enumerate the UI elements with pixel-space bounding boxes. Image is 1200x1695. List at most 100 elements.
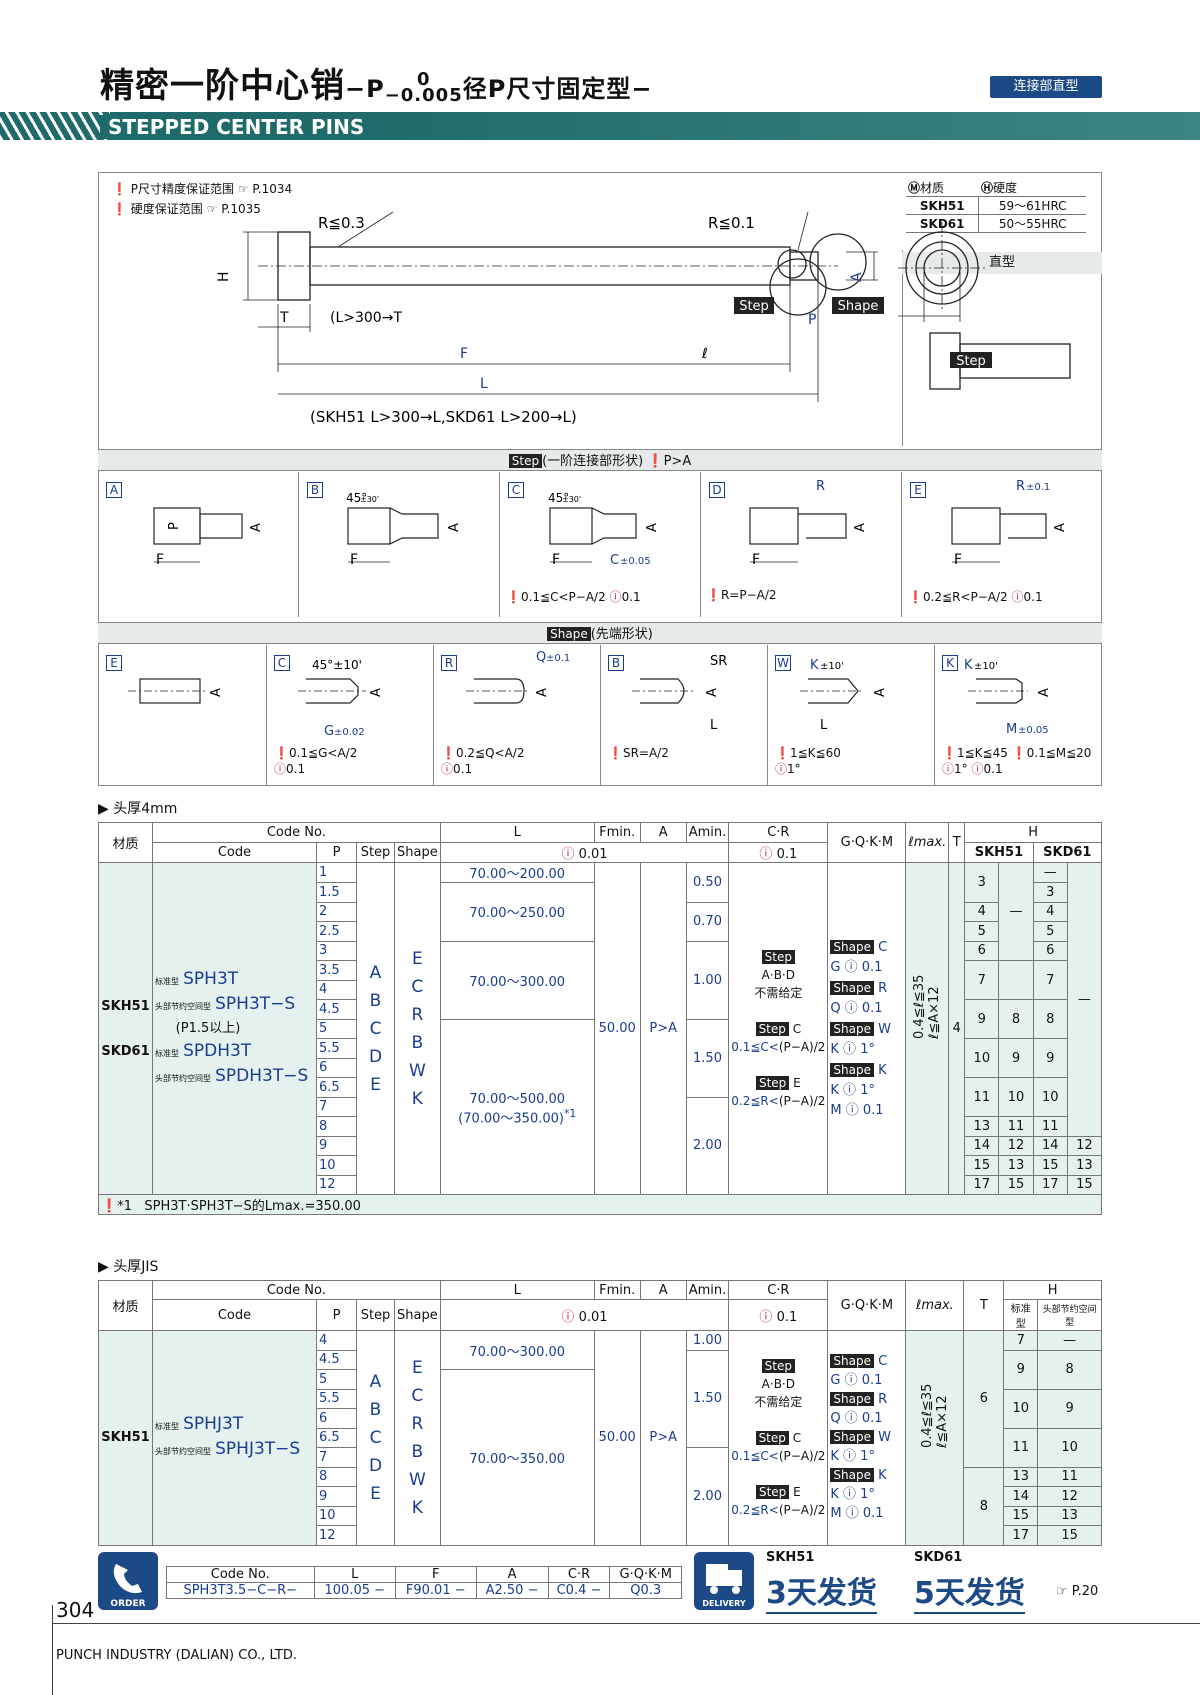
- table-cell: 标准型: [1003, 1299, 1039, 1331]
- table-cell: H: [964, 822, 1102, 843]
- table-cell: G·Q·K·M: [609, 1566, 682, 1583]
- section-headjis: ▶ 头厚JIS: [98, 1259, 159, 1275]
- table-cell: 头部节约空间型: [1037, 1299, 1102, 1331]
- table-cell: 10: [1032, 1077, 1068, 1117]
- svg-text:A: A: [447, 523, 462, 532]
- table-cell: G·Q·K·M: [827, 1280, 907, 1331]
- step-label-c: C: [508, 482, 524, 498]
- table-cell: [998, 960, 1034, 1000]
- table-cell: 14: [964, 1135, 1000, 1156]
- table-cell: 8: [998, 999, 1034, 1039]
- step-label-b: B: [307, 482, 323, 498]
- step-note-c: ❗0.1≦C<P−A/2 ⓘ0.1: [506, 590, 641, 604]
- t2-l2: 70.00〜350.00: [439, 1369, 595, 1546]
- table-cell: 8: [963, 1466, 1005, 1546]
- table-cell: 7: [1032, 960, 1068, 1000]
- svg-text:A: A: [705, 688, 720, 697]
- svg-text:M: M: [1006, 722, 1017, 737]
- t1-p: 12: [316, 1174, 357, 1195]
- svg-text:±0.05: ±0.05: [620, 556, 651, 567]
- t1-p: 4.5: [316, 999, 357, 1020]
- table-cell: 3: [1032, 882, 1068, 903]
- table-cell: Amin.: [685, 1280, 730, 1300]
- table-cell: A: [475, 1566, 549, 1583]
- svg-text:A: A: [535, 688, 550, 697]
- step-note-d: ❗R=P−A/2: [706, 588, 777, 602]
- table-cell: A: [639, 1280, 687, 1300]
- table-cell: A2.50 −: [475, 1582, 549, 1599]
- table-cell: 0.70: [685, 901, 730, 942]
- t2-l1: 70.00〜300.00: [439, 1330, 595, 1370]
- table-cell: Fmin.: [593, 1280, 641, 1300]
- table-cell: Code: [152, 842, 317, 863]
- table-cell: 12: [1037, 1486, 1102, 1507]
- t1-fmin: 50.00: [593, 862, 641, 1195]
- shape-label: Shape: [838, 299, 879, 314]
- svg-text:K: K: [810, 658, 819, 673]
- table-cell: 11: [1003, 1427, 1039, 1468]
- page-number: 304: [56, 1598, 95, 1622]
- table-cell: ⓘ 0.1: [728, 1299, 829, 1331]
- table-cell: 15: [1037, 1525, 1102, 1546]
- svg-text:F: F: [350, 552, 358, 568]
- svg-text:±10': ±10': [974, 661, 998, 672]
- table-cell: 15: [964, 1155, 1000, 1176]
- svg-text:DELIVERY: DELIVERY: [702, 1599, 746, 1608]
- note-p-precision: ❗ P尺寸精度保证范围 ☞ P.1034: [112, 182, 293, 196]
- category-badge: 连接部直型: [990, 76, 1102, 98]
- table-cell: 15: [1066, 1174, 1103, 1195]
- table-cell: 50〜55HRC: [978, 214, 1086, 233]
- table-cell: 17: [1032, 1174, 1068, 1195]
- table-cell: 17: [1003, 1525, 1039, 1546]
- t2-p: 4.5: [316, 1349, 357, 1370]
- type-panel: [902, 250, 1102, 446]
- table-cell: 11: [1037, 1466, 1102, 1487]
- t2-p: 6: [316, 1408, 357, 1429]
- svg-text:A: A: [873, 688, 888, 697]
- table-cell: Code No.: [166, 1566, 315, 1583]
- table-cell: 12: [998, 1135, 1034, 1156]
- table-cell: 5: [964, 921, 1000, 942]
- table-cell: 6: [963, 1330, 1005, 1468]
- svg-text:A: A: [249, 523, 264, 532]
- shape-label-r: R: [441, 655, 457, 671]
- t2-p: 4: [316, 1330, 357, 1351]
- title-bar-stripes: [0, 112, 110, 140]
- dim-t-note: (L>300→T: [330, 310, 402, 326]
- table-cell: 12: [1066, 1135, 1103, 1156]
- shape-label-b: B: [608, 655, 624, 671]
- title-bar: [360, 112, 1200, 140]
- footer-divider: [52, 1623, 1200, 1624]
- t1-p: 1: [316, 862, 357, 883]
- svg-text:F: F: [954, 552, 962, 568]
- table-cell: 8: [1032, 999, 1068, 1039]
- table-cell: 50.00: [593, 1330, 641, 1546]
- svg-text:ORDER: ORDER: [110, 1599, 145, 1609]
- t1-l4: 70.00〜500.00(70.00〜350.00)*1: [439, 1018, 595, 1195]
- section-head4mm: ▶ 头厚4mm: [98, 801, 178, 817]
- table-cell: F90.01 −: [395, 1582, 477, 1599]
- t1-p: 6.5: [316, 1077, 357, 1098]
- table-cell: 0.50: [685, 862, 730, 903]
- dim-bottom-note: (SKH51 L>300→L,SKD61 L>200→L): [310, 408, 577, 426]
- table-cell: C0.4 −: [547, 1582, 611, 1599]
- t1-p: 8: [316, 1116, 357, 1137]
- table-cell: 10: [964, 1038, 1000, 1078]
- t1-l3: 70.00〜300.00: [439, 940, 595, 1020]
- hardness-header: Ⓗ硬度: [978, 179, 1086, 197]
- svg-text:R: R: [816, 479, 825, 494]
- material-header: Ⓜ材质: [906, 179, 979, 197]
- table-cell: 9: [998, 1038, 1034, 1078]
- t1-p: 3: [316, 940, 357, 961]
- table-cell: ℓmax.: [905, 822, 950, 863]
- delivery-icon: DELIVERY: [694, 1552, 754, 1610]
